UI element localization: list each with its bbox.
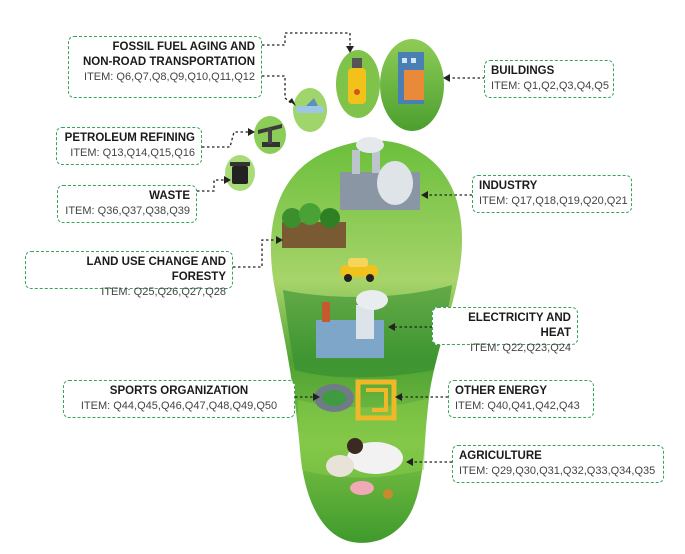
fossil-title-2: NON-ROAD TRANSPORTATION (82, 56, 255, 68)
airplane-icon (296, 98, 324, 113)
arrowhead-industry (421, 191, 428, 199)
otherenergy-title: OTHER ENERGY (455, 385, 548, 397)
building-icon (398, 52, 424, 104)
label-waste: WASTE ITEM: Q36,Q37,Q38,Q39 (57, 185, 197, 223)
label-petroleum: PETROLEUM REFINING ITEM: Q13,Q14,Q15,Q16 (56, 127, 202, 165)
label-industry: INDUSTRY ITEM: Q17,Q18,Q19,Q20,Q21 (472, 175, 632, 213)
car-icon (340, 258, 378, 282)
otherenergy-items: ITEM: Q40,Q41,Q42,Q43 (455, 400, 580, 412)
oil-pump-icon (258, 124, 282, 147)
connector-fossil-2 (262, 75, 293, 105)
pipeline-icon (355, 379, 397, 421)
label-fossil-fuel: FOSSIL FUEL AGING AND NON-ROAD TRANSPORT… (68, 36, 262, 98)
electricity-items: ITEM: Q22,Q23,Q24 (470, 342, 571, 354)
power-plant-icon (316, 290, 388, 358)
waste-title: WASTE (149, 190, 190, 202)
buildings-items: ITEM: Q1,Q2,Q3,Q4,Q5 (491, 80, 609, 92)
connector-waste (197, 179, 226, 192)
landuse-items: ITEM: Q25,Q26,Q27,Q28 (101, 286, 226, 298)
waste-bin-icon (230, 162, 250, 184)
factory-icon (340, 137, 420, 210)
fuel-tank-icon (348, 58, 366, 104)
connector-landuse (233, 239, 278, 268)
agriculture-title: AGRICULTURE (459, 450, 542, 462)
petroleum-items: ITEM: Q13,Q14,Q15,Q16 (70, 147, 195, 159)
electricity-title: ELECTRICITY AND HEAT (468, 312, 571, 339)
buildings-title: BUILDINGS (491, 65, 555, 77)
arrowhead-electricity (388, 323, 395, 331)
industry-title: INDUSTRY (479, 180, 538, 192)
livestock-icon (326, 438, 403, 499)
arrowhead-landuse (276, 236, 283, 244)
petroleum-title: PETROLEUM REFINING (64, 132, 195, 144)
connector-petroleum (202, 131, 250, 148)
arrowhead-agriculture (406, 458, 413, 466)
arrowhead-waste (224, 176, 231, 184)
label-agriculture: AGRICULTURE ITEM: Q29,Q30,Q31,Q32,Q33,Q3… (452, 445, 664, 483)
label-landuse: LAND USE CHANGE AND FORESTY ITEM: Q25,Q2… (25, 251, 233, 298)
connector-fossil (262, 32, 351, 48)
fossil-title-1: FOSSIL FUEL AGING AND (112, 41, 255, 53)
waste-items: ITEM: Q36,Q37,Q38,Q39 (65, 205, 190, 217)
arrowhead-fossil (346, 46, 354, 53)
landuse-title: LAND USE CHANGE AND FORESTY (86, 256, 227, 283)
sports-items: ITEM: Q44,Q45,Q46,Q47,Q48,Q49,Q50 (80, 400, 278, 412)
label-otherenergy: OTHER ENERGY ITEM: Q40,Q41,Q42,Q43 (448, 380, 594, 418)
label-electricity: ELECTRICITY AND HEAT ITEM: Q22,Q23,Q24 (432, 307, 578, 354)
arrowhead-buildings (443, 74, 450, 82)
label-buildings: BUILDINGS ITEM: Q1,Q2,Q3,Q4,Q5 (484, 60, 614, 98)
arrowhead-petroleum (248, 128, 255, 136)
forest-icon (282, 203, 346, 248)
arrowhead-sports (313, 393, 320, 401)
industry-items: ITEM: Q17,Q18,Q19,Q20,Q21 (479, 195, 628, 207)
agriculture-items: ITEM: Q29,Q30,Q31,Q32,Q33,Q34,Q35 (459, 465, 656, 477)
label-sports: SPORTS ORGANIZATION ITEM: Q44,Q45,Q46,Q4… (63, 380, 295, 418)
stadium-icon (314, 384, 354, 412)
sports-title: SPORTS ORGANIZATION (109, 385, 249, 397)
arrowhead-fossil-2 (289, 98, 296, 106)
arrowhead-otherenergy (395, 393, 402, 401)
fossil-items: ITEM: Q6,Q7,Q8,Q9,Q10,Q11,Q12 (84, 71, 255, 83)
